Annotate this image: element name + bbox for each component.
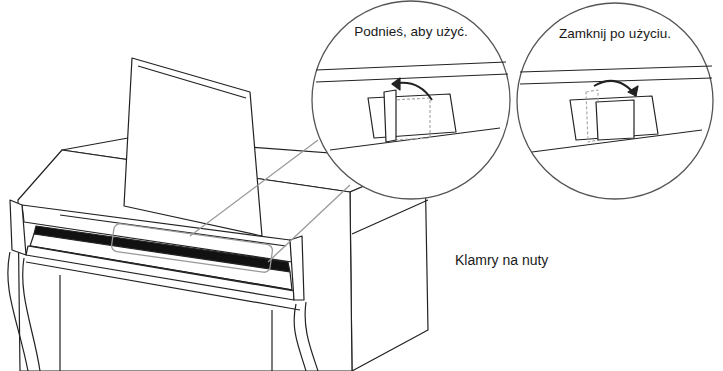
panel-line (26, 262, 300, 310)
panel-line (271, 310, 272, 371)
callout-text: Zamknij po użyciu. (516, 26, 714, 41)
highlight-frame (111, 223, 273, 273)
cheek-block (290, 236, 304, 300)
piano-leg (8, 252, 28, 371)
callout-text: Podnieś, aby użyć. (311, 24, 511, 39)
clamp-ghost (586, 90, 598, 142)
piano-leg (305, 302, 318, 371)
clamp-ghost (392, 98, 430, 140)
callout-circle: Podnieś, aby użyć. (311, 0, 511, 200)
part-name: Klamry na nuty (455, 252, 548, 268)
rest-line (138, 66, 246, 98)
callout-circle: Zamknij po użyciu. (516, 2, 714, 200)
arrow-head (628, 86, 638, 96)
ledge-edge (520, 78, 712, 84)
leader-line (190, 140, 318, 236)
arrow-head (392, 78, 400, 90)
piano-leg (23, 258, 40, 371)
music-rest (124, 58, 262, 236)
clamp-slot (368, 94, 456, 138)
ledge-edge (316, 74, 508, 82)
cheek-block (10, 200, 26, 255)
ledge-edge (532, 130, 702, 152)
leader-line (268, 185, 350, 262)
side-line (352, 200, 428, 234)
circle-shape (517, 3, 713, 199)
ledge-edge (520, 66, 712, 72)
key-slip (26, 246, 294, 300)
ledge-edge (316, 62, 506, 70)
ledge-edge (330, 128, 500, 150)
clamp-slot (570, 96, 658, 140)
circle-shape (312, 1, 510, 199)
panel-line (59, 275, 60, 371)
clamp-tab (384, 90, 396, 142)
motion-arrow (392, 83, 432, 100)
motion-arrow (594, 81, 636, 96)
clamp-tab (596, 100, 634, 140)
piano-leg (294, 304, 306, 371)
